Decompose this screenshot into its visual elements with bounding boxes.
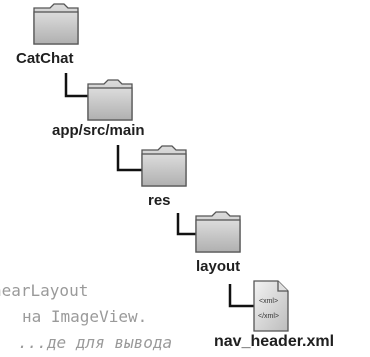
tree-connector bbox=[228, 284, 254, 308]
folder-icon bbox=[195, 211, 241, 253]
folder-label: app/src/main bbox=[52, 122, 145, 139]
folder-icon bbox=[141, 145, 187, 187]
folder-label: layout bbox=[196, 258, 241, 275]
tree-connector bbox=[176, 213, 196, 236]
file-label: nav_header.xml bbox=[214, 333, 335, 350]
folder-label: CatChat bbox=[16, 50, 74, 67]
xml-file-icon: <xml> </xml> bbox=[253, 280, 289, 332]
file-glyph-line: <xml> bbox=[259, 298, 278, 305]
tree-connector bbox=[116, 145, 142, 172]
folder-icon bbox=[33, 3, 79, 45]
tree-connector bbox=[64, 73, 88, 98]
folder-icon bbox=[87, 79, 133, 121]
side-note-line: ...де для вывода bbox=[18, 333, 173, 352]
file-glyph-line: </xml> bbox=[258, 313, 279, 320]
folder-label: res bbox=[148, 192, 171, 209]
side-note-line: nearLayout bbox=[0, 281, 89, 300]
side-note-line: на ImageView. bbox=[22, 307, 148, 326]
